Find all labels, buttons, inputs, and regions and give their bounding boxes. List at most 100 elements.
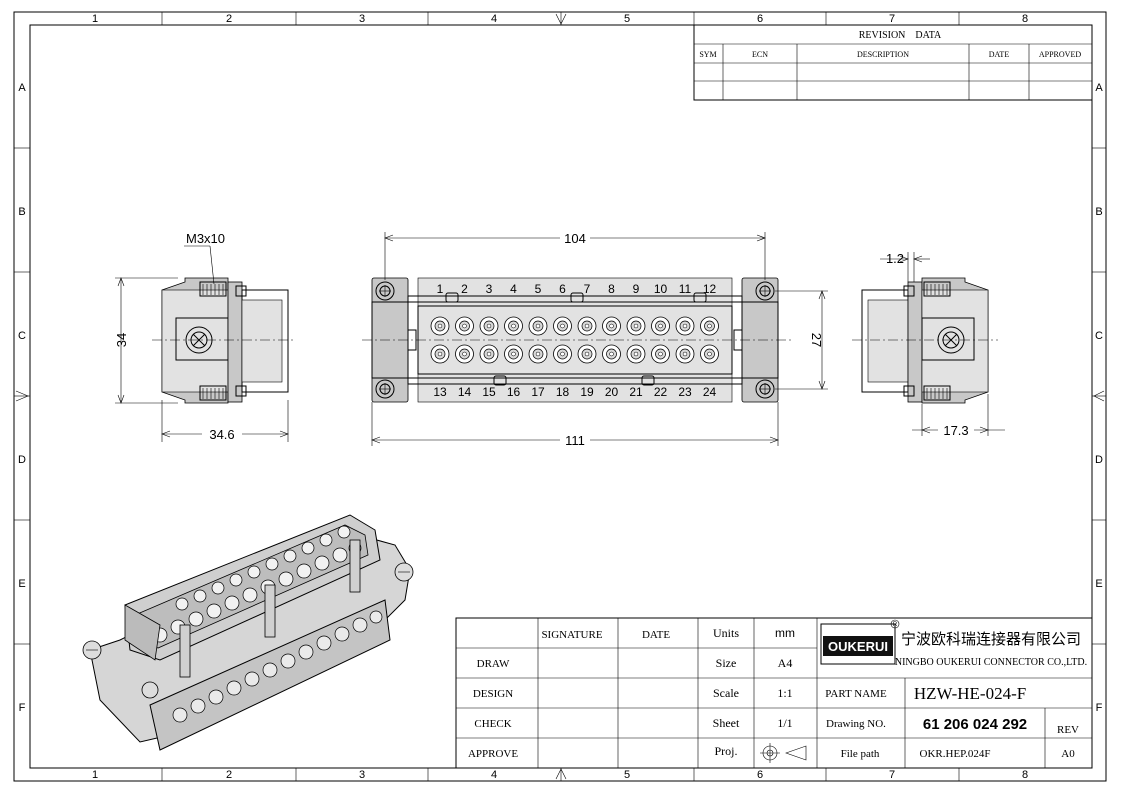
col-label-bottom-5: 5 (624, 769, 630, 781)
dim-111: 111 (565, 433, 585, 448)
tb-proj-label: Proj. (714, 744, 737, 758)
pin-label-17: 17 (531, 385, 545, 399)
front-view (362, 277, 792, 403)
pin-10 (651, 316, 670, 336)
tb-row-check: CHECK (474, 718, 511, 730)
pin-1 (430, 316, 450, 336)
center-mark-bottom (555, 768, 567, 780)
center-mark-top (555, 13, 567, 25)
company-name-cn: 宁波欧科瑞连接器有限公司 (901, 631, 1081, 648)
tb-file-path-value: OKR.HEP.024F (920, 748, 991, 760)
pin-8 (602, 316, 621, 336)
pin-label-9: 9 (633, 282, 640, 296)
pin-label-7: 7 (584, 282, 591, 296)
pin-array (430, 316, 719, 364)
tb-rev-label: REV (1057, 724, 1079, 736)
right-side-view (852, 277, 998, 404)
pin-label-20: 20 (605, 385, 619, 399)
pin-14 (455, 344, 474, 364)
pin-label-19: 19 (580, 385, 594, 399)
pin-7 (577, 316, 597, 336)
pin-label-10: 10 (654, 282, 668, 296)
pin-11 (675, 316, 695, 336)
col-label-top-6: 6 (757, 13, 763, 25)
dim-17-3: 17.3 (943, 423, 968, 438)
tb-signature-header: SIGNATURE (541, 629, 602, 641)
col-label-top-8: 8 (1022, 13, 1028, 25)
tb-units-value: mm (775, 626, 795, 640)
row-label-left-f: F (19, 702, 26, 714)
dim-34: 34 (114, 333, 129, 347)
front-view-dimensions: 104 111 27 (371, 231, 828, 448)
tb-row-design: DESIGN (473, 688, 513, 700)
col-label-bottom-4: 4 (491, 769, 497, 781)
isometric-view (82, 514, 414, 751)
row-label-left-c: C (18, 330, 26, 342)
row-label-left-b: B (18, 206, 25, 218)
pin-9 (626, 316, 646, 336)
tb-part-name-label: PART NAME (825, 688, 887, 700)
pin-label-2: 2 (461, 282, 468, 296)
revision-title: REVISION DATA (859, 30, 942, 41)
pin-4 (504, 316, 523, 336)
pin-17 (528, 344, 548, 364)
title-block: SIGNATURE DATE DRAW DESIGN CHECK APPROVE… (455, 617, 1093, 769)
logo-text: OUKERUI (828, 639, 888, 654)
row-label-right-e: E (1095, 578, 1102, 590)
rev-header-approved: APPROVED (1039, 50, 1081, 59)
tb-row-approve: APPROVE (468, 748, 518, 760)
row-label-right-a: A (1095, 82, 1103, 94)
pin-3 (479, 316, 499, 336)
dim-1-2: 1.2 (886, 251, 904, 266)
pin-label-23: 23 (678, 385, 692, 399)
pin-20 (602, 344, 621, 364)
rev-header-date: DATE (989, 50, 1010, 59)
right-view-dimensions: 1.2 17.3 (880, 251, 1005, 438)
tb-scale-label: Scale (713, 686, 739, 700)
pin-label-11: 11 (679, 282, 692, 296)
pin-16 (504, 344, 523, 364)
tb-sheet-label: Sheet (713, 716, 740, 730)
row-label-right-c: C (1095, 330, 1103, 342)
tb-rev-value: A0 (1061, 748, 1075, 760)
pin-label-13: 13 (433, 385, 447, 399)
pin-6 (553, 316, 572, 336)
col-label-bottom-2: 2 (226, 769, 232, 781)
pin-label-24: 24 (703, 385, 717, 399)
pin-19 (577, 344, 597, 364)
pin-label-22: 22 (654, 385, 668, 399)
tb-size-value: A4 (778, 656, 793, 670)
dim-104: 104 (564, 231, 586, 246)
row-label-left-e: E (18, 578, 25, 590)
col-label-top-1: 1 (92, 13, 98, 25)
tb-size-label: Size (716, 656, 737, 670)
row-label-right-b: B (1095, 206, 1102, 218)
dim-27: 27 (809, 333, 824, 347)
center-mark-right (1093, 390, 1105, 402)
col-label-bottom-6: 6 (757, 769, 763, 781)
pin-24 (700, 344, 719, 364)
tb-drawing-no-label: Drawing NO. (826, 718, 886, 730)
col-label-top-7: 7 (889, 13, 895, 25)
outer-frame (13, 11, 1107, 782)
tb-part-name-value: HZW-HE-024-F (914, 684, 1026, 703)
row-label-right-f: F (1096, 702, 1103, 714)
col-label-bottom-8: 8 (1022, 769, 1028, 781)
col-label-top-4: 4 (491, 13, 497, 25)
row-label-left-d: D (18, 454, 26, 466)
pin-label-12: 12 (703, 282, 717, 296)
col-label-top-5: 5 (624, 13, 630, 25)
tb-date-header: DATE (642, 629, 670, 641)
rev-header-description: DESCRIPTION (857, 50, 909, 59)
pin-5 (528, 316, 548, 336)
tb-file-path-label: File path (841, 748, 880, 760)
pin-15 (479, 344, 499, 364)
revision-table: REVISION DATA SYM ECN DESCRIPTION DATE A… (693, 24, 1093, 101)
tb-row-draw: DRAW (477, 658, 510, 670)
column-ticks (14, 12, 1106, 781)
col-label-bottom-3: 3 (359, 769, 365, 781)
projection-symbol-icon (760, 743, 807, 763)
tb-units-label: Units (713, 626, 739, 640)
tb-drawing-no-value: 61 206 024 292 (923, 716, 1027, 733)
